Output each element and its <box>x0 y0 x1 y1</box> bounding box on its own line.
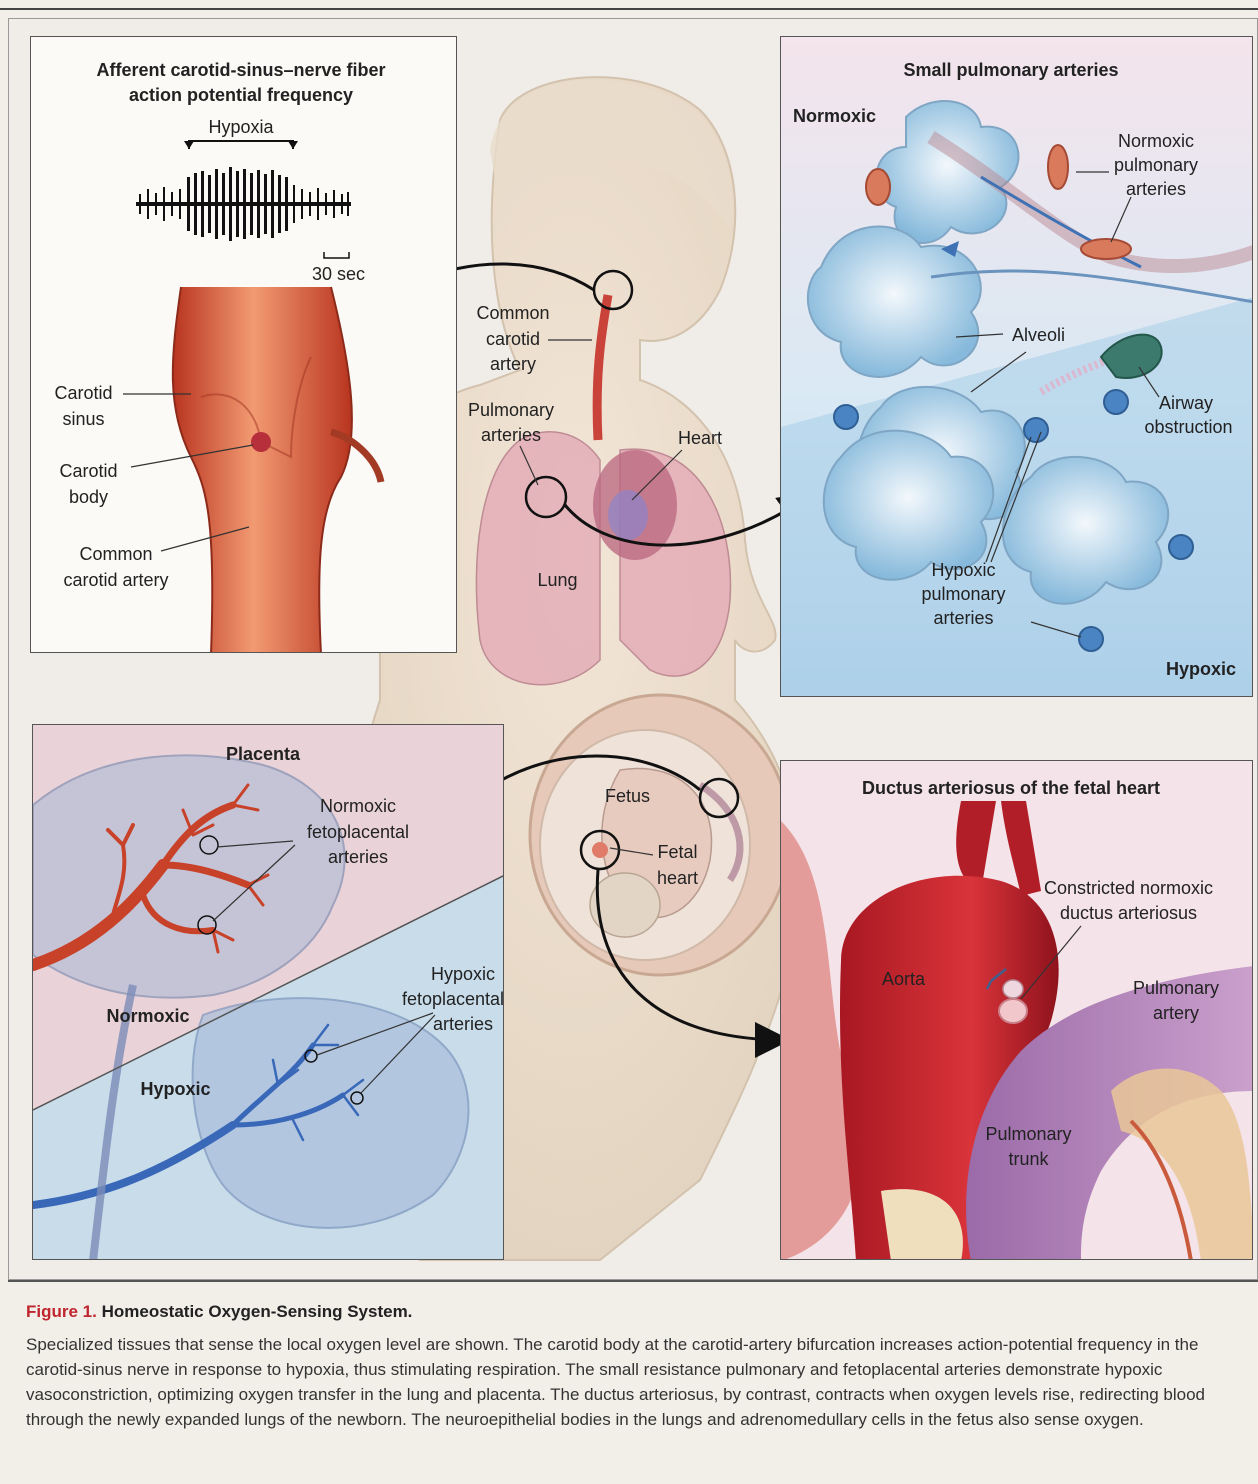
figure-number: Figure 1. <box>26 1302 97 1321</box>
hypoxic-fetoplacental-3: arteries <box>408 1012 504 1036</box>
hypoxic-fetoplacental-1: Hypoxic <box>408 962 504 986</box>
normoxic-fetoplacental-1: Normoxic <box>298 794 418 818</box>
hypoxic-pulm-arteries-1: Hypoxic <box>916 558 1011 582</box>
figure-title: Homeostatic Oxygen-Sensing System. <box>102 1302 413 1321</box>
placenta-hypoxic-label: Hypoxic <box>128 1077 223 1101</box>
aorta-label: Aorta <box>871 967 936 991</box>
body-common-carotid-3: artery <box>463 352 563 376</box>
pulmonary-trunk-label-2: trunk <box>976 1147 1081 1171</box>
common-carotid-panel-label-2: carotid artery <box>51 568 181 592</box>
scale-bar-label: 30 sec <box>301 262 376 286</box>
uterus <box>530 695 790 975</box>
pulmonary-trunk-label-1: Pulmonary <box>976 1122 1081 1146</box>
caption-body: Specialized tissues that sense the local… <box>26 1332 1241 1432</box>
body-fetal-heart-1: Fetal <box>645 840 710 864</box>
pulmonary-artery-label-1: Pulmonary <box>1126 976 1226 1000</box>
carotid-title-line2: action potential frequency <box>91 83 391 107</box>
body-fetal-heart-2: heart <box>645 866 710 890</box>
body-common-carotid-1: Common <box>463 301 563 325</box>
common-carotid-panel-label-1: Common <box>51 542 181 566</box>
constricted-ductus-2: ductus arteriosus <box>1041 901 1216 925</box>
carotid-title-line1: Afferent carotid-sinus–nerve fiber <box>91 58 391 82</box>
normoxic-pulm-arteries-1: Normoxic <box>1101 129 1211 153</box>
pulmonary-title: Small pulmonary arteries <box>891 58 1131 82</box>
normoxic-pulm-arteries-2: pulmonary <box>1101 153 1211 177</box>
ductus-panel: Ductus arteriosus of the fetal heart Con… <box>780 760 1253 1260</box>
carotid-body-label-1: Carotid <box>46 459 131 483</box>
placenta-panel: Placenta Normoxic fetoplacental arteries… <box>32 724 504 1260</box>
body-fetus-label: Fetus <box>595 784 660 808</box>
action-potential-trace <box>136 141 351 258</box>
carotid-body-label-2: body <box>46 485 131 509</box>
body-pulmonary-arteries-1: Pulmonary <box>456 398 566 422</box>
carotid-sinus-label-2: sinus <box>41 407 126 431</box>
carotid-panel: Afferent carotid-sinus–nerve fiber actio… <box>30 36 457 653</box>
carotid-sinus-label-1: Carotid <box>41 381 126 405</box>
pulmonary-normoxic-label: Normoxic <box>793 104 888 128</box>
placenta-normoxic-label: Normoxic <box>98 1004 198 1028</box>
hypoxic-pulm-arteries-2: pulmonary <box>911 582 1016 606</box>
body-common-carotid-2: carotid <box>463 327 563 351</box>
constricted-ductus-1: Constricted normoxic <box>1031 876 1226 900</box>
hypoxic-fetoplacental-2: fetoplacental <box>388 987 504 1011</box>
ductus-title: Ductus arteriosus of the fetal heart <box>841 776 1181 800</box>
airway-label-2: obstruction <box>1131 415 1246 439</box>
body-pulmonary-arteries-2: arteries <box>456 423 566 447</box>
airway-label-1: Airway <box>1136 391 1236 415</box>
pulmonary-artery-label-2: artery <box>1126 1001 1226 1025</box>
placenta-title: Placenta <box>213 742 313 766</box>
alveoli-label: Alveoli <box>1001 323 1076 347</box>
hypoxic-pulm-arteries-3: arteries <box>916 606 1011 630</box>
figure-caption: Figure 1. Homeostatic Oxygen-Sensing Sys… <box>8 1280 1258 1484</box>
body-heart-label: Heart <box>665 426 735 450</box>
normoxic-fetoplacental-2: fetoplacental <box>293 820 423 844</box>
carotid-bifurcation <box>123 287 381 653</box>
hypoxia-label: Hypoxia <box>191 115 291 139</box>
pulmonary-hypoxic-label: Hypoxic <box>1146 657 1236 681</box>
normoxic-pulm-arteries-3: arteries <box>1101 177 1211 201</box>
pulmonary-panel: Small pulmonary arteries Normoxic Normox… <box>780 36 1253 697</box>
body-lung-label: Lung <box>525 568 590 592</box>
normoxic-fetoplacental-3: arteries <box>298 845 418 869</box>
caption-title: Figure 1. Homeostatic Oxygen-Sensing Sys… <box>26 1302 412 1322</box>
